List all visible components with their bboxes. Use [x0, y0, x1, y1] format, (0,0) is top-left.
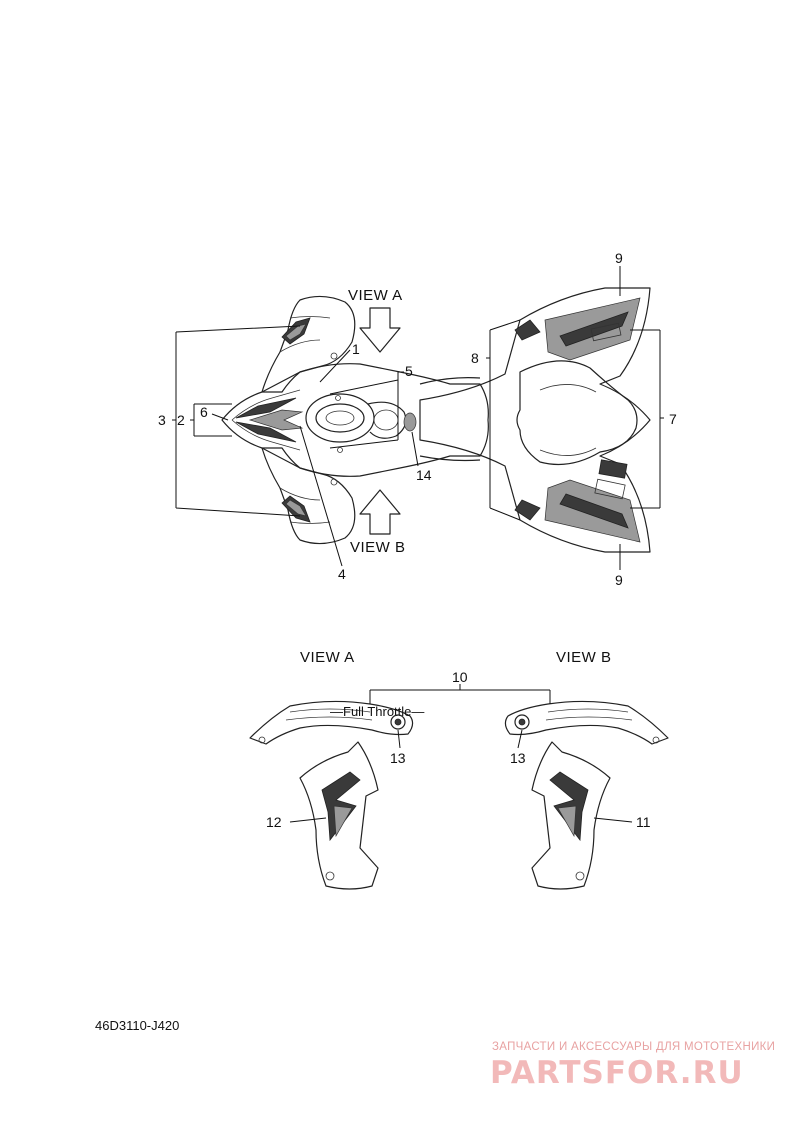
callout-9-top: 9 [615, 250, 623, 266]
front-fender-assembly [221, 295, 489, 545]
leader-lines-bottom [289, 684, 633, 823]
side-cover-right [531, 741, 611, 890]
callout-13-right: 13 [510, 750, 526, 766]
rear-fender-assembly [419, 287, 651, 553]
callout-8: 8 [471, 350, 479, 366]
callout-4: 4 [338, 566, 346, 582]
callout-11: 11 [636, 814, 651, 830]
callout-7: 7 [669, 411, 677, 427]
view-a-arrow [359, 307, 401, 353]
callout-9-bottom: 9 [615, 572, 623, 588]
callout-12: 12 [266, 814, 282, 830]
callout-2: 2 [177, 412, 185, 428]
callout-3: 3 [158, 412, 166, 428]
view-a-label-top: VIEW A [348, 287, 403, 304]
side-cover-left [299, 741, 379, 890]
view-a-label-bottom: VIEW A [300, 649, 355, 666]
watermark-brand: PARTSFOR.RU [490, 1055, 744, 1091]
emblem-oval-14 [403, 412, 417, 432]
watermark-tagline: ЗАПЧАСТИ И АКСЕССУАРЫ ДЛЯ МОТОТЕХНИКИ [492, 1041, 775, 1053]
part-number-code: 46D3110-J420 [95, 1018, 179, 1033]
view-b-side-panel [504, 700, 669, 745]
callout-13-left: 13 [390, 750, 406, 766]
leader-lines-top [172, 266, 664, 570]
view-b-label-bottom: VIEW B [556, 649, 612, 666]
callout-5: 5 [405, 363, 413, 379]
view-b-arrow [359, 489, 401, 535]
view-a-side-panel: —Full Throttle— [249, 700, 424, 745]
callout-10: 10 [452, 669, 468, 685]
callout-1: 1 [352, 341, 360, 357]
callout-6: 6 [200, 404, 208, 420]
svg-text:—Full Throttle—: —Full Throttle— [330, 704, 424, 719]
callout-14: 14 [416, 467, 432, 483]
view-b-label-top: VIEW B [350, 539, 406, 556]
